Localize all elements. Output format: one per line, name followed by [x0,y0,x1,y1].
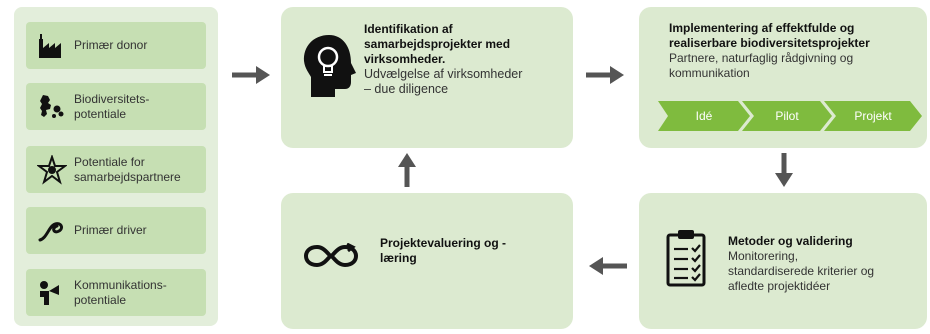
rope-icon [36,215,68,247]
arrow-left-icon [589,257,627,275]
methods-body: Monitorering, standardiserede kriterier … [728,249,875,293]
denmark-map-icon [36,91,68,123]
clipboard-checklist-icon [666,229,706,292]
implementation-body: Partnere, naturfaglig rådgivning og komm… [669,51,854,80]
factory-icon [36,30,68,62]
criteria-label: Biodiversitets- potentiale [74,91,150,121]
identification-body: Udvælgelse af virksomheder – due diligen… [364,67,523,96]
criteria-label: Primær donor [74,38,148,52]
evaluation-box: Projektevaluering og - læring [281,193,573,329]
criteria-label: Primær driver [74,223,147,237]
stage-label: Projekt [854,109,892,123]
evaluation-title: Projektevaluering og - læring [380,236,507,265]
head-lightbulb-icon [301,33,357,104]
criteria-panel: Primær donor Biodiversitets- potentiale … [14,7,218,326]
arrow-down-icon [775,153,793,187]
stage-chevrons: Idé Pilot Projekt [658,101,922,131]
identification-box: Identifikation af samarbejdsprojekter me… [281,7,573,148]
criteria-item-biodiversity: Biodiversitets- potentiale [26,83,206,130]
stage-chevron: Pilot [742,101,832,131]
stage-label: Idé [695,109,713,123]
stage-chevron: Projekt [824,101,922,131]
arrow-right-icon [232,66,270,84]
arrow-right-icon [586,66,624,84]
implementation-title: Implementering af effektfulde og realise… [669,21,870,50]
criteria-item-communication: Kommunikations- potentiale [26,269,206,316]
stage-chevron: Idé [658,101,750,131]
arrow-up-icon [398,153,416,187]
stage-label: Pilot [775,109,799,123]
criteria-label: Potentiale for samarbejdspartnere [74,154,181,184]
speaker-icon [36,277,68,309]
network-star-icon [36,154,68,186]
infinity-loop-icon [303,242,359,274]
identification-title: Identifikation af samarbejdsprojekter me… [364,22,511,66]
criteria-item-partners: Potentiale for samarbejdspartnere [26,146,206,193]
criteria-item-primary-donor: Primær donor [26,22,206,69]
criteria-item-primary-driver: Primær driver [26,207,206,254]
methods-title: Metoder og validering [728,234,853,248]
methods-box: Metoder og validering Monitorering, stan… [639,193,927,329]
criteria-label: Kommunikations- potentiale [74,277,167,307]
